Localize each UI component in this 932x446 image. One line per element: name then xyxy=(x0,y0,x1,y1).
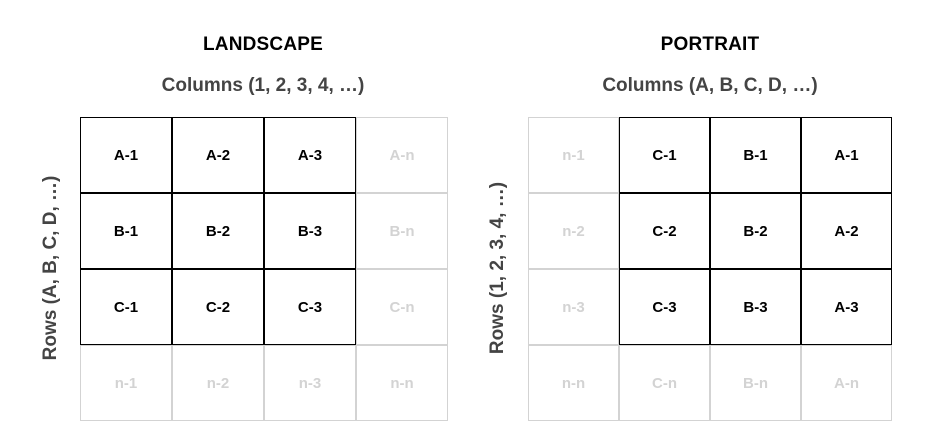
landscape-cell-b-2: B-2 xyxy=(205,222,231,240)
landscape-cell-b-1: B-1 xyxy=(113,222,139,240)
landscape-cell-a-2: A-2 xyxy=(205,146,231,164)
landscape-cell-c-3: C-3 xyxy=(297,298,323,316)
portrait-cell-c-1: C-1 xyxy=(652,146,677,164)
landscape-cell-a-3: A-3 xyxy=(297,146,323,164)
portrait-cell-n-3: n-3 xyxy=(528,269,619,345)
portrait-cell-b-n: B-n xyxy=(710,345,801,421)
landscape-cell-a-1: A-1 xyxy=(113,146,139,164)
portrait-cell-c-n: C-n xyxy=(619,345,710,421)
landscape-cell-c-n: C-n xyxy=(356,269,448,345)
portrait-cell-c-2: C-2 xyxy=(652,222,677,240)
portrait-cell-n-2: n-2 xyxy=(528,193,619,269)
landscape-cell-a-n: A-n xyxy=(356,117,448,193)
landscape-title: LANDSCAPE xyxy=(202,34,324,55)
portrait-cell-a-n: A-n xyxy=(801,345,892,421)
portrait-cell-n-1: n-1 xyxy=(528,117,619,193)
landscape-cell-n-n: n-n xyxy=(356,345,448,421)
portrait-cell-b-2: B-2 xyxy=(743,222,768,240)
portrait-cell-a-2: A-2 xyxy=(834,222,859,240)
portrait-cell-c-3: C-3 xyxy=(652,298,677,316)
landscape-rows-label: Rows (A, B, C, D, …) xyxy=(40,175,61,361)
portrait-cell-b-1: B-1 xyxy=(743,146,768,164)
landscape-cell-b-3: B-3 xyxy=(297,222,323,240)
landscape-cell-c-1: C-1 xyxy=(113,298,139,316)
landscape-cell-c-2: C-2 xyxy=(205,298,231,316)
landscape-cell-n-2: n-2 xyxy=(172,345,264,421)
landscape-cell-n-3: n-3 xyxy=(264,345,356,421)
portrait-title: PORTRAIT xyxy=(660,34,760,55)
portrait-cell-a-1: A-1 xyxy=(834,146,859,164)
landscape-cell-b-n: B-n xyxy=(356,193,448,269)
landscape-cell-n-1: n-1 xyxy=(80,345,172,421)
portrait-cell-b-3: B-3 xyxy=(743,298,768,316)
portrait-rows-label: Rows (1, 2, 3, 4, …) xyxy=(487,181,508,355)
landscape-columns-label: Columns (1, 2, 3, 4, …) xyxy=(161,75,365,96)
portrait-columns-label: Columns (A, B, C, D, …) xyxy=(602,75,818,96)
portrait-cell-a-3: A-3 xyxy=(834,298,859,316)
portrait-cell-n-n: n-n xyxy=(528,345,619,421)
